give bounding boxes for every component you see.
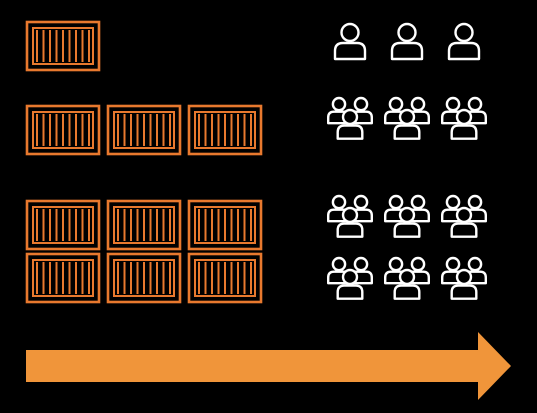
arrow-layer: [26, 332, 511, 400]
containers-layer: [25, 20, 263, 304]
shipping-container-icon: [25, 104, 101, 156]
shipping-container-icon: [25, 199, 101, 251]
shipping-container-icon: [187, 104, 263, 156]
shipping-container-icon: [106, 252, 182, 304]
people-group-icon: [327, 96, 373, 140]
shipping-container-icon: [106, 199, 182, 251]
people-group-icon: [441, 96, 487, 140]
people-group-icon: [384, 256, 430, 300]
people-group-icon: [441, 256, 487, 300]
shipping-container-icon: [25, 252, 101, 304]
shipping-container-icon: [187, 252, 263, 304]
person-icon: [390, 22, 424, 61]
right-arrow: [26, 332, 511, 400]
shipping-container-icon: [25, 20, 101, 72]
people-group-icon: [327, 256, 373, 300]
person-icon: [447, 22, 481, 61]
people-group-icon: [384, 96, 430, 140]
people-layer: [327, 22, 487, 300]
people-group-icon: [384, 194, 430, 238]
people-group-icon: [441, 194, 487, 238]
person-icon: [333, 22, 367, 61]
people-group-icon: [327, 194, 373, 238]
shipping-container-icon: [106, 104, 182, 156]
shipping-container-icon: [187, 199, 263, 251]
